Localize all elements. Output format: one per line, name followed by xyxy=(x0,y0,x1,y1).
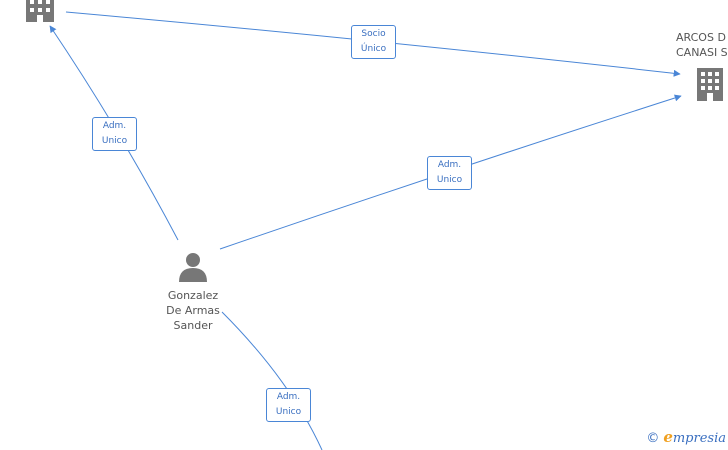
edge-label-line2: Unico xyxy=(275,407,302,417)
copyright-symbol: © xyxy=(646,431,660,446)
empresia-watermark: ©empresia xyxy=(646,428,726,446)
edge-label-line1: Socio xyxy=(361,29,386,39)
edge-label-adm-arcos[interactable]: Adm. Unico xyxy=(427,156,472,190)
edge-label-socio-unico[interactable]: Socio Único xyxy=(351,25,396,59)
edge-adm-bottom xyxy=(221,311,323,450)
edge-label-adm-bottom[interactable]: Adm. Unico xyxy=(266,388,311,422)
edge-label-line2: Unico xyxy=(436,175,463,185)
company-name-line1: ARCOS D xyxy=(676,31,726,44)
person-name-line2: De Armas xyxy=(166,304,220,317)
building-icon[interactable] xyxy=(697,68,723,101)
company-name-line2: CANASI S xyxy=(676,46,728,59)
building-icon[interactable] xyxy=(26,0,54,22)
person-name[interactable]: Gonzalez De Armas Sander xyxy=(148,288,238,333)
person-icon[interactable] xyxy=(179,253,207,282)
edge-label-line2: Unico xyxy=(101,136,128,146)
brand-name: mpresia xyxy=(672,431,726,446)
edge-label-line1: Adm. xyxy=(437,160,462,170)
person-name-line1: Gonzalez xyxy=(167,289,219,302)
brand-initial: e xyxy=(663,428,673,446)
company-name-arcos[interactable]: ARCOS D CANASI S xyxy=(676,30,728,60)
person-name-line3: Sander xyxy=(173,319,213,332)
edge-label-line2: Único xyxy=(360,44,387,54)
edge-label-line1: Adm. xyxy=(276,392,301,402)
edge-label-adm-top[interactable]: Adm. Unico xyxy=(92,117,137,151)
edge-label-line1: Adm. xyxy=(102,121,127,131)
